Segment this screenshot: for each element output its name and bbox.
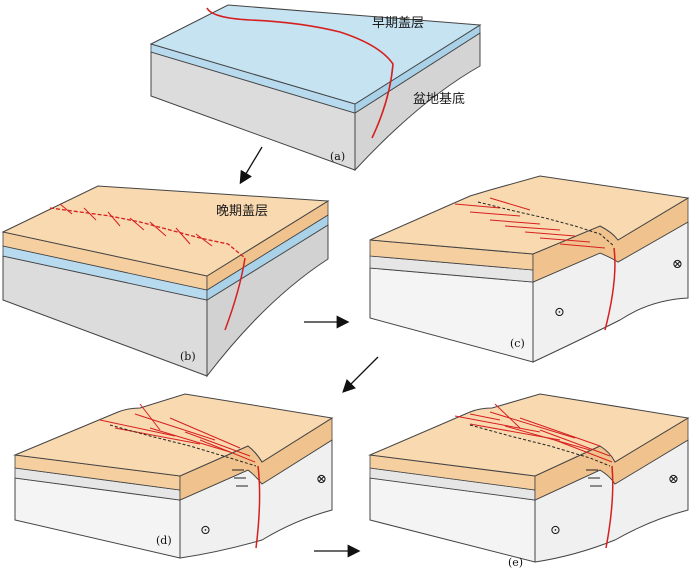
panel-a-fault-trace <box>206 7 394 139</box>
panel-e-fault-plane <box>605 465 614 549</box>
arrow-c-to-d <box>342 356 379 393</box>
panel-d-fault-splays <box>99 403 256 463</box>
panel-d-into-page-symbol: ⊗ <box>316 472 327 487</box>
panel-b-basement-right <box>206 224 329 378</box>
panel-e-into-page-symbol: ⊗ <box>668 472 679 487</box>
panel-d-out-of-page-symbol: ⊙ <box>200 523 211 538</box>
panel-c-fault-splays <box>454 197 606 249</box>
panel-c-label: (c) <box>510 337 525 350</box>
panel-d-fault-zone <box>109 424 257 467</box>
panel-e: ⊙ ⊗ (e) <box>368 393 690 569</box>
panel-e-out-of-page-symbol: ⊙ <box>550 523 561 538</box>
panel-c-fault-zone <box>477 201 615 247</box>
panel-a: 早期盖层 盆地基底 (a) <box>149 4 482 172</box>
panel-d: ⊙ ⊗ (d) <box>13 393 334 559</box>
panel-c-top-surface <box>369 175 690 255</box>
panel-e-fault-zone <box>469 424 611 467</box>
panel-e-fault-splays <box>454 403 613 463</box>
panel-a-label: (a) <box>330 150 345 163</box>
panel-c-fault-plane <box>604 247 616 331</box>
panel-a-basement-label: 盆地基底 <box>413 91 465 107</box>
panel-e-label: (e) <box>508 556 523 569</box>
panel-b-fault-splays <box>59 203 213 247</box>
panel-a-top-layer-label: 早期盖层 <box>372 16 424 31</box>
panel-b-top-layer-label: 晚期盖层 <box>216 204 268 219</box>
panel-c: ⊙ ⊗ (c) <box>369 175 690 363</box>
panel-b-label: (b) <box>180 350 196 363</box>
panel-e-top-surface <box>368 393 690 477</box>
arrow-a-to-b <box>239 146 263 185</box>
panel-d-fault-plane <box>255 465 261 549</box>
panel-b-fault-plane <box>224 257 246 331</box>
panel-c-into-page-symbol: ⊗ <box>672 257 683 272</box>
panel-e-thrust-ticks <box>586 469 602 487</box>
panel-b: 晚期盖层 (b) <box>1 185 330 378</box>
panel-a-top-surface <box>149 4 482 105</box>
panel-d-thrust-ticks <box>232 469 248 487</box>
panel-c-out-of-page-symbol: ⊙ <box>554 305 565 320</box>
panel-a-basement-right <box>354 32 481 172</box>
panel-d-label: (d) <box>156 534 172 547</box>
panel-c-block-front <box>369 267 534 363</box>
panel-b-fault-zone <box>49 207 246 259</box>
